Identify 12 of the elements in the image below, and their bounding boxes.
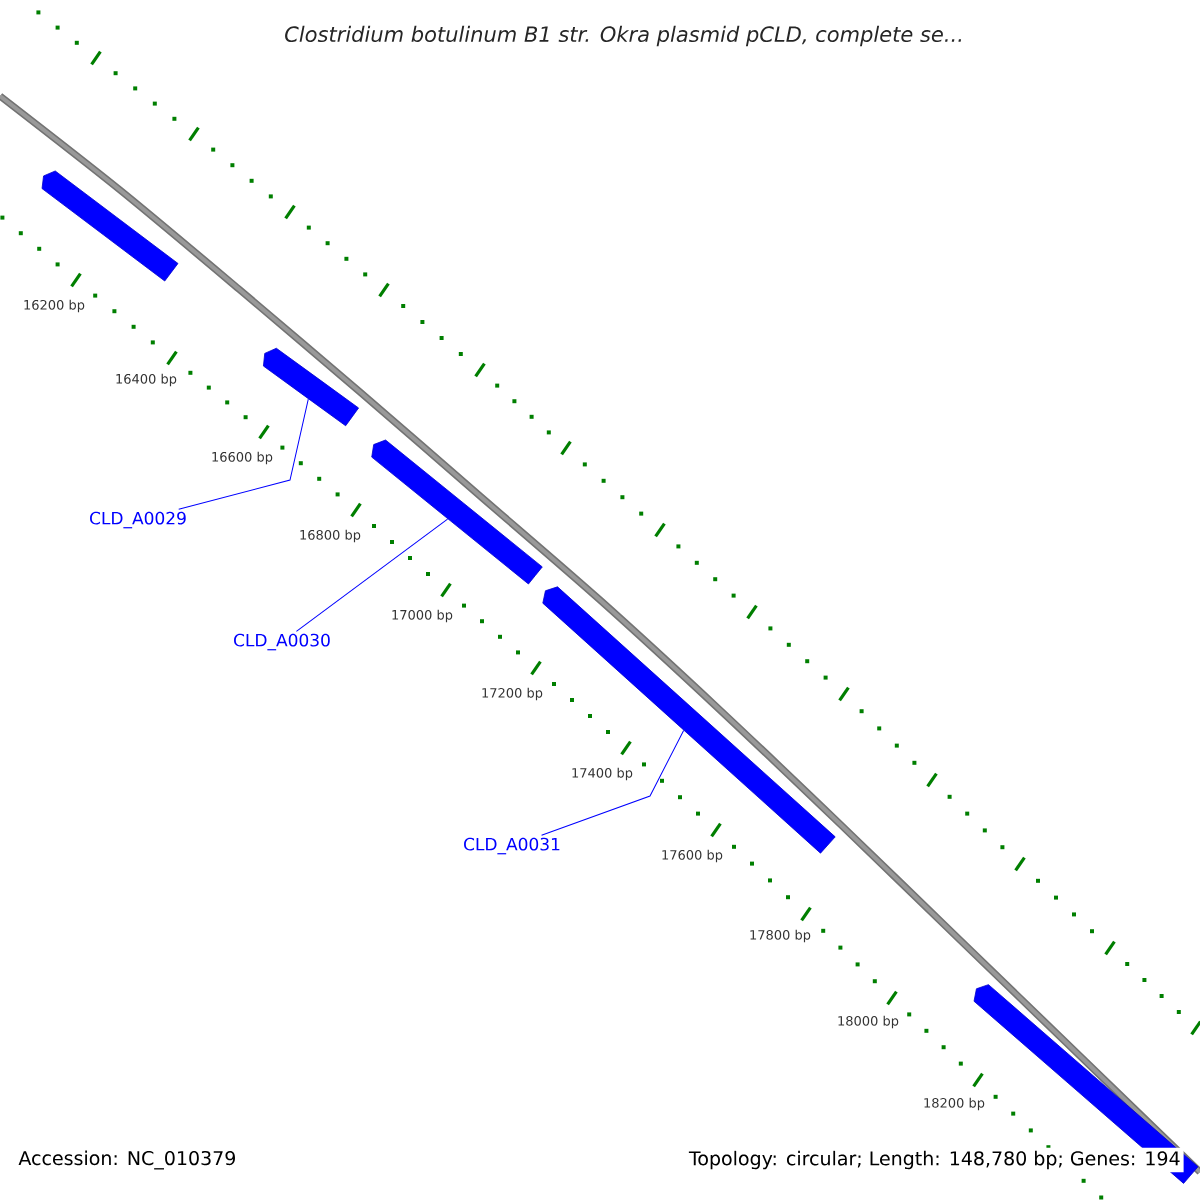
summary-text: Topology: circular; Length: 148,780 bp; Genes: 194 — [685, 1147, 1184, 1173]
leader-line — [178, 398, 309, 510]
gene-label: CLD_A0031 — [464, 837, 560, 855]
gene-label: CLD_A0029 — [90, 511, 186, 529]
leader-line — [295, 518, 449, 632]
gene-block — [263, 347, 359, 427]
title: Clostridium botulinum B1 str. Okra plasmid pCLD, complete se... — [285, 25, 962, 47]
leader-line — [541, 730, 685, 836]
gene-block — [371, 439, 543, 585]
gene-block — [41, 170, 179, 282]
gene-label: CLD_A0030 — [234, 633, 330, 651]
accession-text: Accession: NC_010379 — [18, 1150, 235, 1170]
